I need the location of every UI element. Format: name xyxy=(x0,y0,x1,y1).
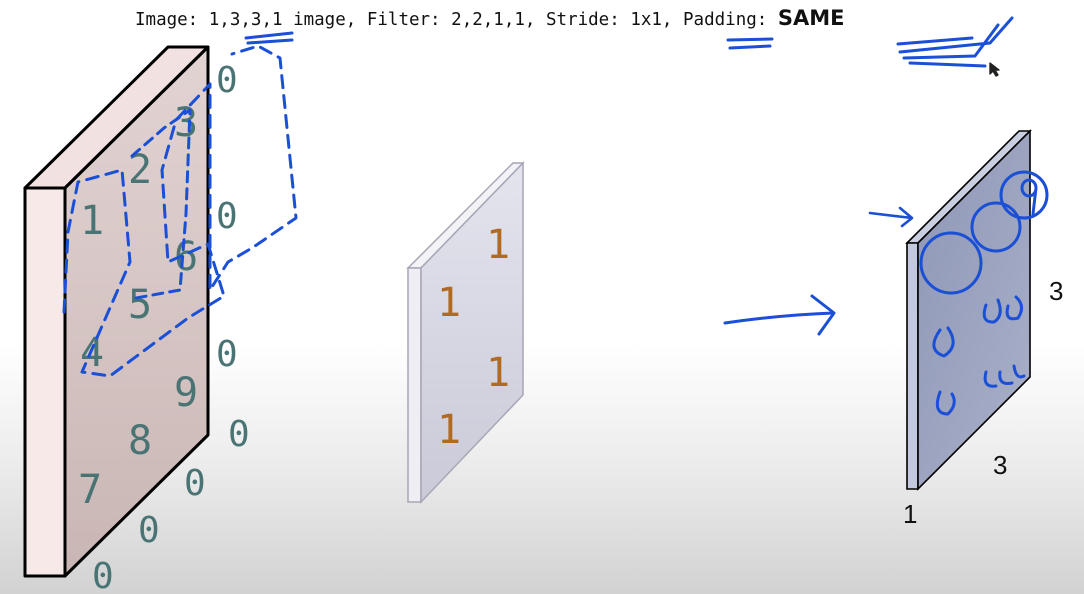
output-block: 3 3 1 xyxy=(903,129,1063,529)
stride-label: Stride: xyxy=(546,10,620,30)
input-value: 8 xyxy=(128,418,152,464)
input-value: 9 xyxy=(174,370,198,416)
output-block-side xyxy=(906,242,919,490)
ink-annotations xyxy=(62,16,1049,416)
padding-zero: 0 xyxy=(216,60,238,101)
output-scribble xyxy=(932,295,1026,416)
input-block: 1 2 3 4 5 6 7 8 9 0 0 0 0 0 0 0 xyxy=(23,45,250,594)
underline-image xyxy=(244,31,294,45)
underline-padding xyxy=(896,16,1014,68)
output-circle xyxy=(970,201,1022,253)
output-nine xyxy=(1020,178,1038,216)
filter-block-face xyxy=(420,161,524,504)
output-width-label: 3 xyxy=(993,450,1007,480)
padding-zero: 0 xyxy=(92,556,114,594)
header-title: Image: 1,3,3,1 image, Filter: 2,2,1,1, S… xyxy=(135,6,844,30)
filter-block: 1 1 1 1 xyxy=(406,161,525,504)
output-circle-large xyxy=(919,231,983,295)
input-value: 7 xyxy=(78,467,102,513)
filter-value: 1 xyxy=(486,222,510,268)
output-block-face xyxy=(917,129,1031,491)
padding-zero: 0 xyxy=(216,334,238,375)
filter-value: 1 xyxy=(437,407,461,453)
padding-zero: 0 xyxy=(228,414,250,455)
input-value: 2 xyxy=(128,147,152,193)
dashed-window xyxy=(130,108,192,300)
input-value: 3 xyxy=(174,100,198,146)
stride-value: 1x1, xyxy=(630,10,673,30)
input-block-face xyxy=(63,45,210,578)
image-label: Image: xyxy=(135,10,199,30)
dashed-window xyxy=(62,44,298,378)
filter-label: Filter: xyxy=(366,10,441,30)
filter-value: 1 xyxy=(486,350,510,396)
filter-grid: 1 1 1 1 xyxy=(437,222,510,453)
input-value: 1 xyxy=(80,198,104,244)
padding-label: Padding: xyxy=(683,10,768,30)
input-block-side xyxy=(23,186,67,578)
arrow-icon xyxy=(723,294,836,336)
padding-zero: 0 xyxy=(216,196,238,237)
output-circle xyxy=(999,170,1049,220)
input-grid: 1 2 3 4 5 6 7 8 9 xyxy=(78,100,198,513)
output-depth-label: 1 xyxy=(903,499,917,529)
padding-value: SAME xyxy=(777,6,845,30)
image-word: image, xyxy=(293,10,357,30)
output-height-label: 3 xyxy=(1049,276,1063,306)
padding-zero: 0 xyxy=(138,510,160,551)
pointer-arrow-icon xyxy=(868,206,914,228)
underline-stride xyxy=(726,37,774,50)
cursor-icon xyxy=(989,62,1000,77)
padding-zeros: 0 0 0 0 0 0 0 xyxy=(92,60,250,594)
input-value: 5 xyxy=(128,282,152,328)
filter-value: 2,2,1,1, xyxy=(451,10,536,30)
image-value: 1,3,3,1 xyxy=(208,10,283,30)
padding-zero: 0 xyxy=(184,463,206,504)
filter-block-side xyxy=(407,267,422,503)
filter-value: 1 xyxy=(437,280,461,326)
